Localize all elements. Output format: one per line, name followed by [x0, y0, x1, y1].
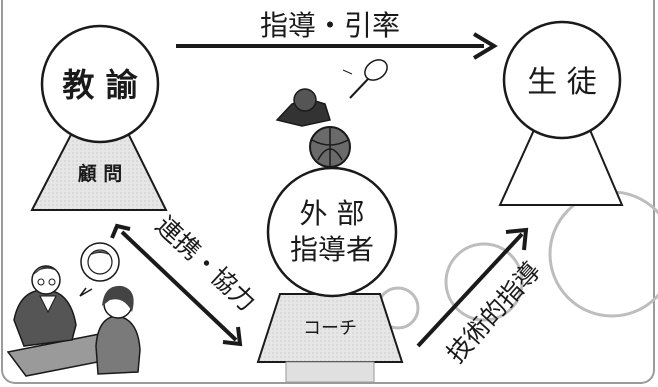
top-arrow-label: 指導・引率: [260, 9, 400, 42]
teacher-title: 教 諭: [62, 66, 138, 104]
teacher-node: 教 諭 顧 問: [30, 24, 168, 211]
people-meeting-illustration: [6, 242, 141, 377]
external-line1: 外 部: [300, 197, 365, 230]
external-coach-node: 外 部 指導者 コーチ: [256, 166, 404, 383]
arrow-coach-to-student: [416, 227, 529, 348]
right-arrow-label: 技術的指導: [441, 256, 546, 368]
student-node: 生 徒: [498, 20, 624, 206]
arrow-teacher-coach: [110, 223, 243, 347]
left-arrow-label: 連携・協力: [150, 211, 261, 317]
student-title: 生 徒: [527, 65, 597, 100]
arrow-teacher-to-student: [176, 32, 498, 60]
external-role: コーチ: [303, 318, 357, 339]
sports-equipment-illustration: [275, 59, 388, 168]
background-circles: [376, 190, 658, 330]
external-line2: 指導者: [290, 233, 374, 266]
teacher-role: 顧 問: [78, 162, 123, 185]
